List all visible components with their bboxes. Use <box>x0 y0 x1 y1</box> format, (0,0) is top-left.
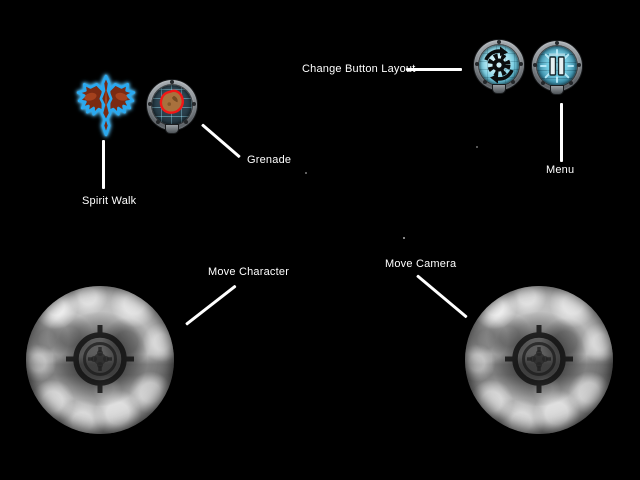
callout-line-move-camera <box>416 274 468 319</box>
organic-grenade-icon <box>159 89 184 114</box>
crosshair-thumbpad-icon <box>66 324 134 393</box>
crosshair-thumbpad-icon <box>505 324 573 393</box>
gear-rotate-icon <box>484 46 514 84</box>
grenade-button[interactable] <box>147 80 197 133</box>
button-chin-tab <box>166 125 178 133</box>
rivet-decorations <box>170 80 174 84</box>
pause-bars-icon <box>540 49 574 83</box>
move-character-label: Move Character <box>208 266 290 278</box>
menu-button[interactable] <box>532 41 582 94</box>
spirit-walk-button[interactable] <box>75 74 137 138</box>
gear-button-panel <box>479 45 519 85</box>
callout-line-menu <box>560 103 563 162</box>
spirit-walk-label: Spirit Walk <box>82 195 137 207</box>
winged-spirit-icon <box>76 74 136 137</box>
rivet-decorations <box>555 41 559 45</box>
menu-label: Menu <box>546 164 575 176</box>
callout-line-grenade <box>201 123 241 159</box>
change-button-layout-button[interactable] <box>474 40 524 93</box>
move-character-joystick[interactable] <box>26 286 174 434</box>
background-speck <box>476 146 478 148</box>
grenade-label: Grenade <box>247 154 292 166</box>
button-chin-tab <box>551 86 563 94</box>
menu-button-panel <box>537 46 577 86</box>
button-chin-tab <box>493 85 505 93</box>
change-button-layout-label: Change Button Layout <box>302 63 416 75</box>
background-speck <box>305 172 307 174</box>
move-camera-label: Move Camera <box>385 258 457 270</box>
grenade-button-panel <box>152 85 192 125</box>
rivet-decorations <box>497 40 501 44</box>
callout-line-move-character <box>185 284 237 326</box>
background-speck <box>403 237 405 239</box>
callout-line-spirit-walk <box>102 140 105 189</box>
callout-line-change-button-layout <box>406 68 462 71</box>
move-camera-joystick[interactable] <box>465 286 613 434</box>
